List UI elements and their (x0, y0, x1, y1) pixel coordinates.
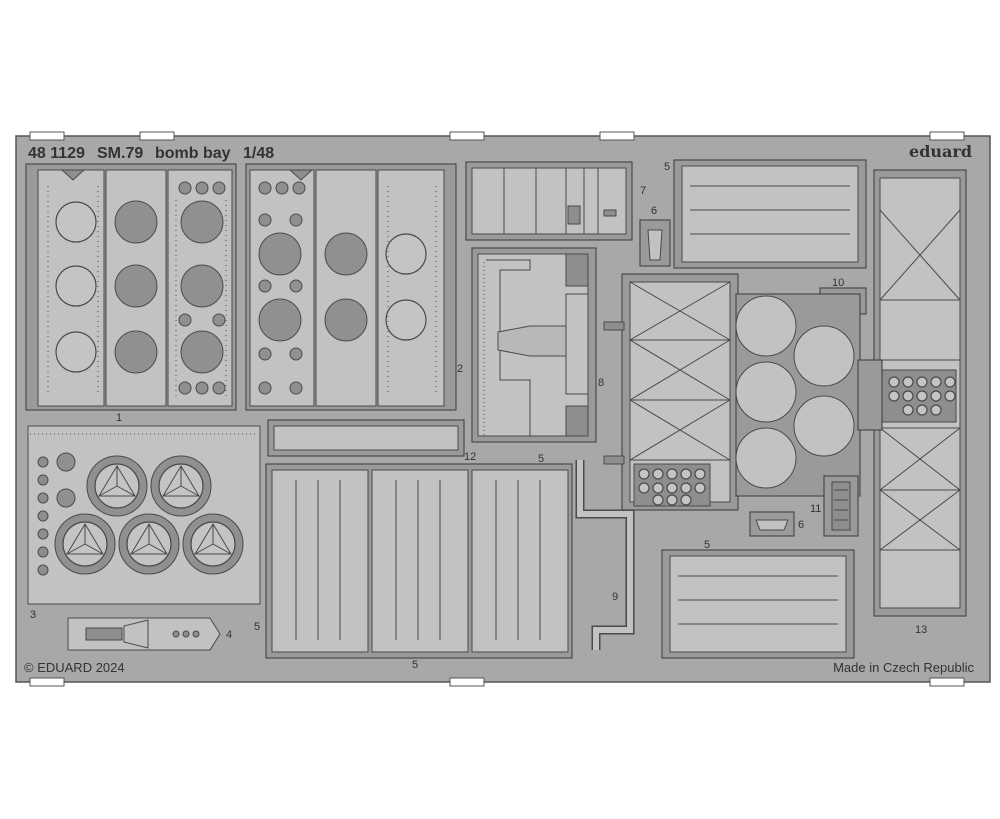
part-number-11: 11 (810, 503, 821, 515)
part-number-10: 10 (832, 277, 844, 289)
part-7-top-panel (465, 161, 633, 241)
part-5-cover-bottom (661, 549, 855, 659)
part-number-4: 4 (226, 629, 232, 641)
copyright-notice: © EDUARD 2024 (24, 660, 125, 675)
product-code: 48 1129 (28, 145, 85, 162)
part-number-3: 3 (30, 609, 36, 621)
part-3-bulkhead-plate (27, 425, 261, 605)
part-2-bomb-door-panel (245, 163, 457, 411)
product-subject: bomb bay (155, 145, 231, 162)
part-8-side-panel (471, 247, 597, 443)
bomb-rack-structure (603, 273, 861, 511)
part-number-12: 12 (464, 451, 476, 463)
part-number-7: 7 (640, 185, 646, 197)
part-number-5-a: 5 (254, 621, 260, 633)
part-6-bracket-bottom (749, 511, 795, 537)
part-4-hinge-strip (67, 617, 221, 651)
part-6-bracket-top (639, 219, 671, 267)
part-number-1: 1 (116, 412, 122, 424)
part-number-13: 13 (915, 624, 927, 636)
part-number-5-e: 5 (704, 539, 710, 551)
product-title: SM.79 (97, 145, 143, 162)
part-number-6-a: 6 (651, 205, 657, 217)
part-number-8: 8 (598, 377, 604, 389)
part-13-bay-side (857, 169, 967, 617)
part-number-6-b: 6 (798, 519, 804, 531)
fret-tabs (29, 131, 965, 687)
part-5-bay-floor (265, 463, 573, 659)
part-11-latch (823, 475, 859, 537)
brand-logo: eduard (909, 142, 972, 161)
part-number-5-d: 5 (664, 161, 670, 173)
part-number-2: 2 (457, 363, 463, 375)
part-number-5-b: 5 (412, 659, 418, 671)
part-1-bomb-door-panel (25, 163, 237, 411)
part-number-9: 9 (612, 591, 618, 603)
part-9-tube (575, 460, 635, 650)
part-5-cover-top (673, 159, 867, 269)
part-number-5-c: 5 (538, 453, 544, 465)
origin-notice: Made in Czech Republic (833, 660, 974, 675)
product-scale: 1/48 (243, 145, 274, 162)
part-12-strip (267, 419, 465, 457)
